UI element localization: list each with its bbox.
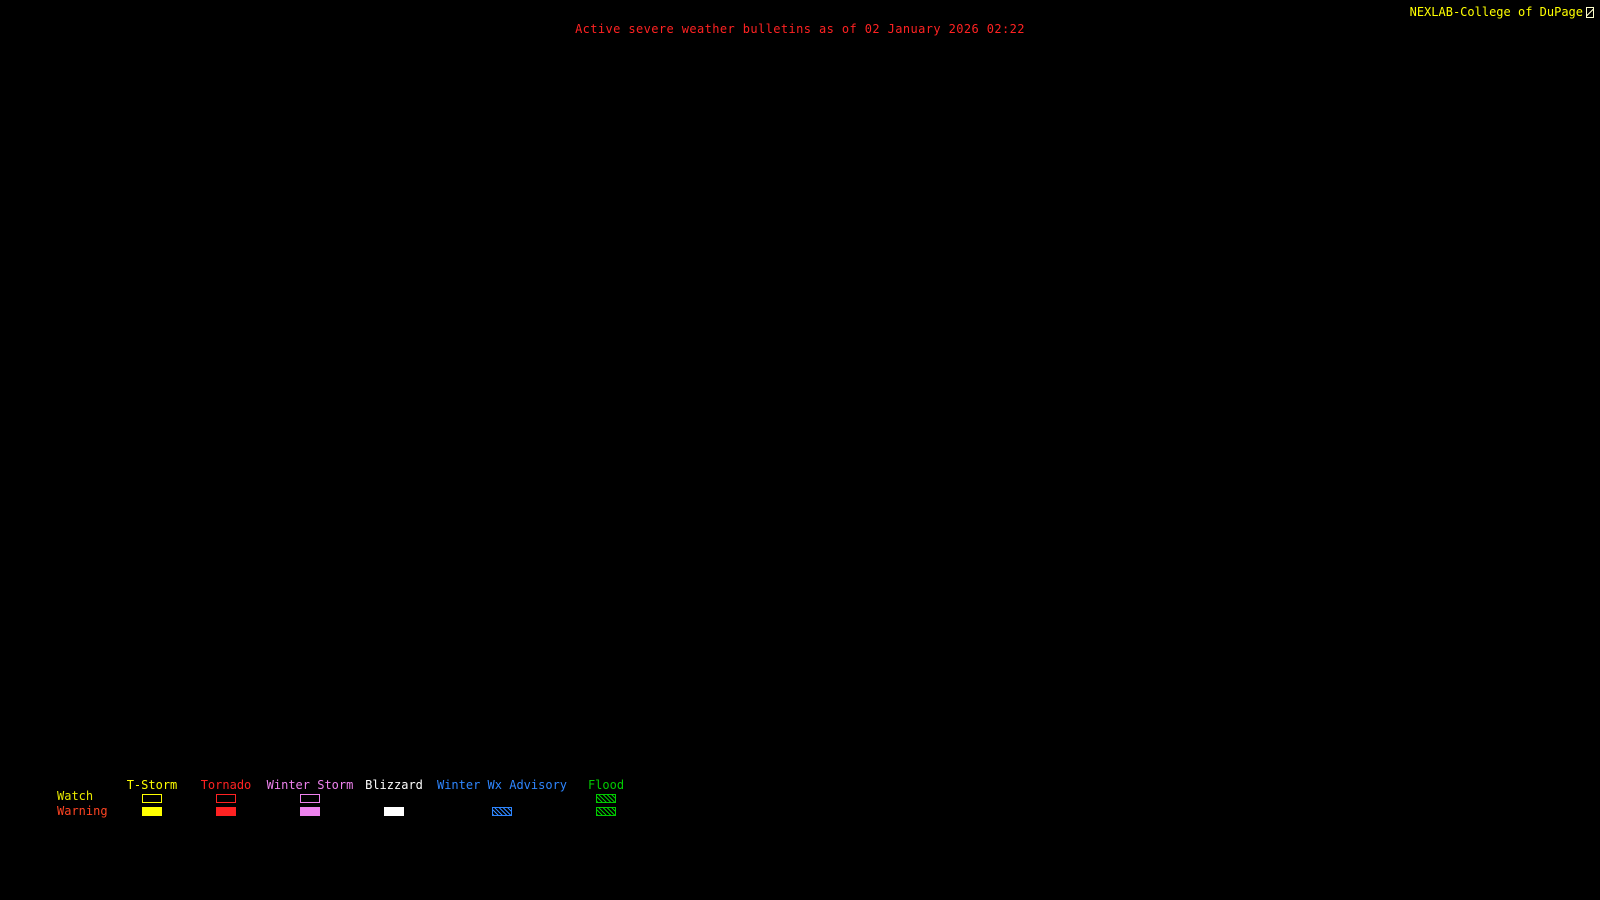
brand-logo-icon (1586, 6, 1594, 18)
brand: NEXLAB-College of DuPage (1410, 5, 1594, 19)
warning-swatch (300, 807, 320, 816)
legend: Watch Warning T-Storm Tornado Winter Storm… (0, 778, 1600, 820)
legend-category: Tornado (192, 778, 260, 818)
watch-swatch-slot (192, 792, 260, 805)
warning-swatch-slot (192, 805, 260, 818)
legend-category-label: Flood (587, 778, 625, 792)
legend-warning-label: Warning (57, 804, 108, 818)
warning-swatch (492, 807, 512, 816)
watch-swatch (142, 794, 162, 803)
watch-swatch-slot (260, 792, 360, 805)
legend-category: Winter Storm (260, 778, 360, 818)
map-area (0, 45, 1600, 765)
legend-category: Blizzard (360, 778, 428, 818)
legend-category: Winter Wx Advisory (432, 778, 572, 818)
legend-category-label: Blizzard (365, 778, 423, 792)
watch-swatch (596, 794, 616, 803)
warning-swatch-slot (260, 805, 360, 818)
warning-swatch-slot (432, 805, 572, 818)
legend-category-label: T-Storm (126, 778, 178, 792)
warning-swatch-slot (582, 805, 630, 818)
watch-swatch (216, 794, 236, 803)
legend-category: T-Storm (118, 778, 186, 818)
watch-swatch-slot (360, 792, 428, 805)
brand-text: NEXLAB-College of DuPage (1409, 5, 1583, 19)
watch-swatch-slot (432, 792, 572, 805)
legend-category-label: Winter Storm (266, 778, 354, 792)
watch-swatch (300, 794, 320, 803)
bulletin-title: Active severe weather bulletins as of 02… (575, 22, 1025, 36)
warning-swatch (596, 807, 616, 816)
legend-category-label: Tornado (200, 778, 252, 792)
legend-category: Flood (582, 778, 630, 818)
watch-swatch-slot (582, 792, 630, 805)
warning-swatch-slot (118, 805, 186, 818)
watch-swatch-slot (118, 792, 186, 805)
legend-watch-label: Watch (57, 789, 94, 803)
warning-swatch (216, 807, 236, 816)
warning-swatch-slot (360, 805, 428, 818)
legend-category-label: Winter Wx Advisory (436, 778, 568, 792)
warning-swatch (142, 807, 162, 816)
warning-swatch (384, 807, 404, 816)
